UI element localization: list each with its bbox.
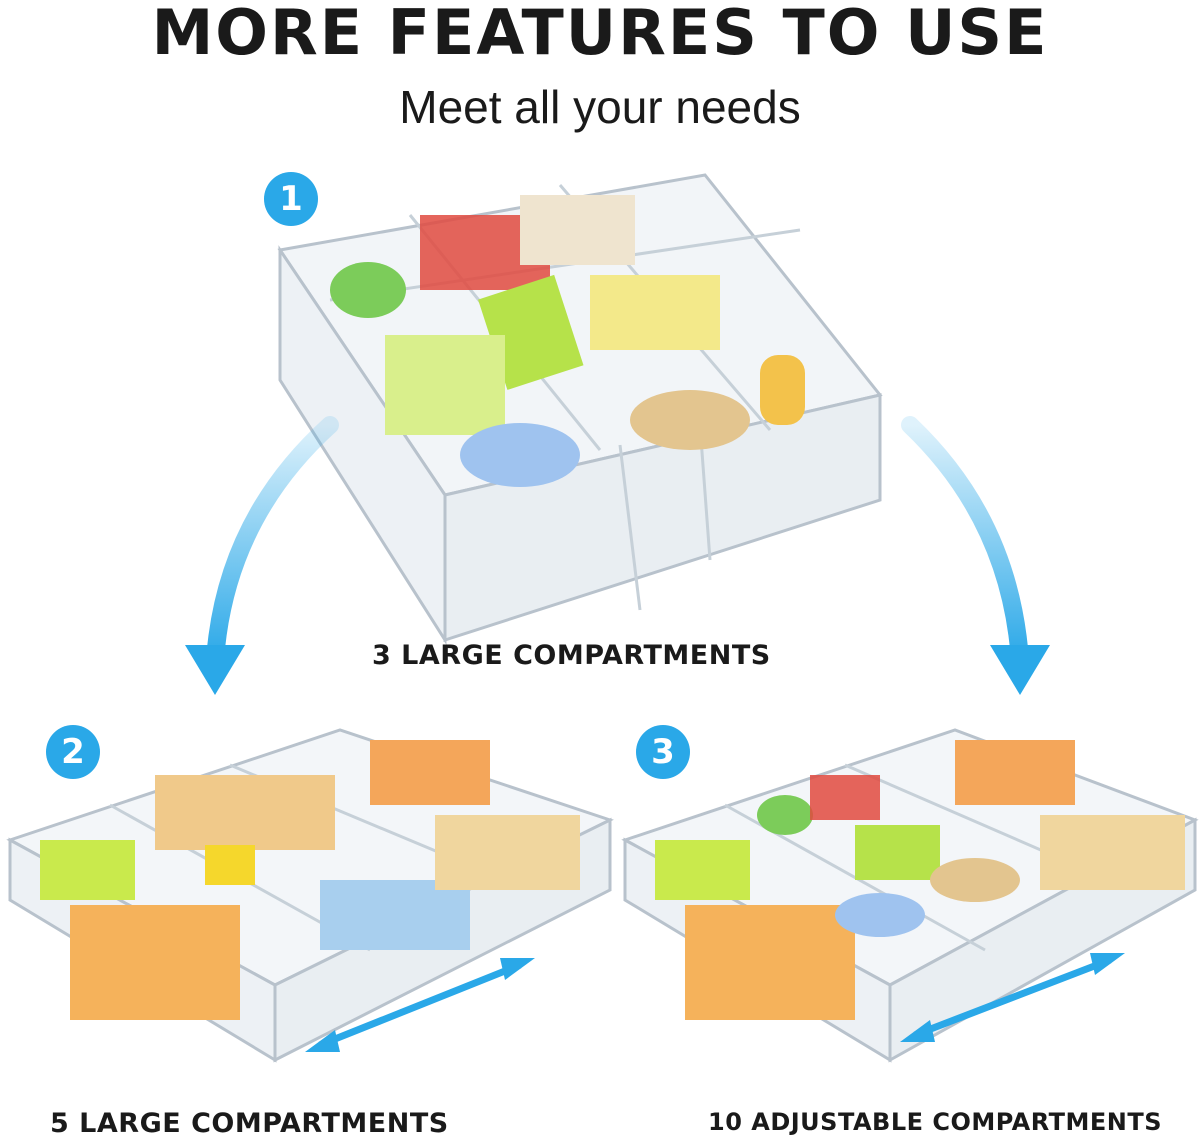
highlighters [955,740,1075,805]
step-badge-1: 1 [264,172,318,226]
wax-seal-box [520,195,635,265]
organizer-10-compartments [621,728,1199,1063]
gold-binder-clips [930,858,1020,902]
succulent-plant [330,262,406,318]
washi-tape-rolls [435,815,580,890]
caption-3-large-compartments: 3 LARGE COMPARTMENTS [372,640,771,671]
calculator [655,840,750,900]
notebook [385,335,505,435]
orange-notepads [70,905,240,1020]
caption-10-adjustable-compartments: 10 ADJUSTABLE COMPARTMENTS [708,1108,1163,1136]
pencils [155,775,335,850]
calculator [40,840,135,900]
staple-boxes [810,775,880,820]
step-badge-2: 2 [46,725,100,779]
organizer-3-compartments [277,173,883,646]
blue-binder-clips [460,423,580,487]
sticky-notes [590,275,720,350]
curved-arrow-right-icon [901,416,1050,695]
double-arrow-icon [900,953,1125,1042]
dolls [760,355,805,425]
highlighters [370,740,490,805]
step-badge-3: 3 [636,725,690,779]
caption-5-large-compartments: 5 LARGE COMPARTMENTS [50,1108,449,1139]
orange-notepads [685,905,855,1020]
washi-tape-rolls [1040,815,1185,890]
blue-notepad [320,880,470,950]
curved-arrow-left-icon [185,416,339,695]
double-arrow-icon [305,958,535,1052]
page-subtitle: Meet all your needs [399,81,801,133]
blue-binder-clips [835,893,925,937]
succulent-plant [757,795,813,835]
page-title: MORE FEATURES TO USE [151,0,1049,69]
tape-measure [205,845,255,885]
highlighter [855,825,940,880]
gold-binder-clips [630,390,750,450]
organizer-5-compartments [6,728,614,1063]
